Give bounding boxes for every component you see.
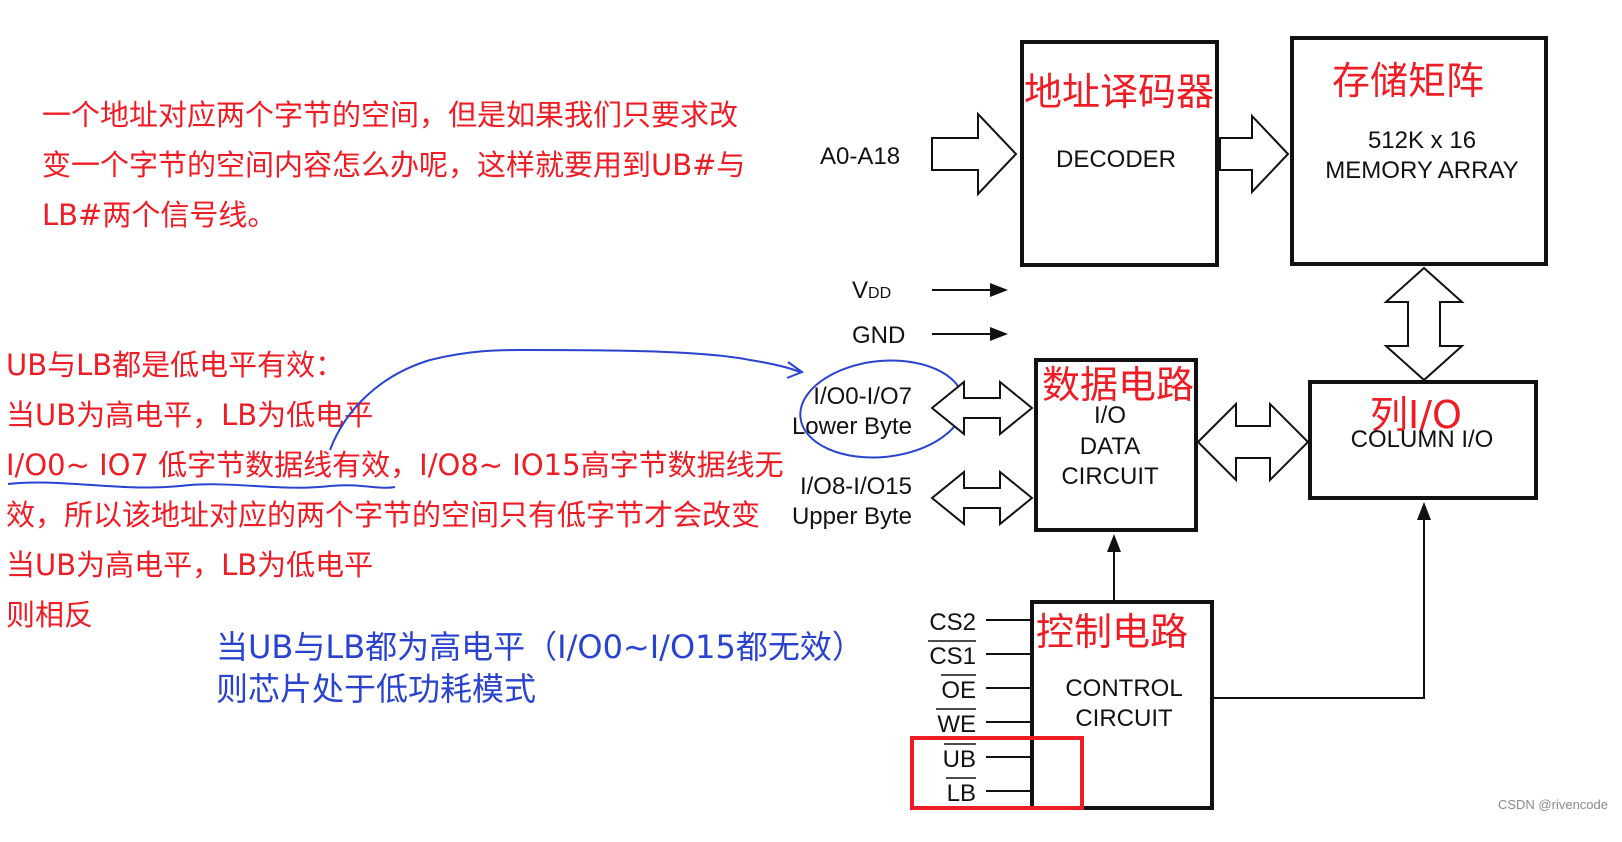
middle-note-line: 当UB为高电平，LB为低电平 bbox=[6, 548, 374, 582]
address-arrow bbox=[931, 111, 1018, 197]
control-to-column-line bbox=[1214, 518, 1425, 699]
lower-byte-label-2: Lower Byte bbox=[792, 413, 912, 440]
signal-lb: LB bbox=[947, 780, 976, 807]
gnd-label: GND bbox=[852, 322, 905, 349]
middle-note: UB与LB都是低电平有效： 当UB为高电平，LB为低电平 I/O0~ IO7 低… bbox=[6, 340, 784, 640]
middle-note-line: 则相反 bbox=[6, 598, 94, 632]
signal-cs2: CS2 bbox=[929, 609, 976, 636]
memory-array-box bbox=[1290, 36, 1548, 266]
data-circuit-data-label: DATA bbox=[1080, 433, 1140, 460]
memory-column-double-arrow bbox=[1383, 266, 1465, 382]
control-to-data-arrow-head bbox=[1107, 534, 1121, 552]
top-note-line: 变一个字节的空间内容怎么办呢，这样就要用到UB#与 bbox=[42, 148, 746, 182]
gnd-arrow-head bbox=[990, 327, 1008, 341]
vdd-arrow-head bbox=[990, 283, 1008, 297]
data-circuit-cn-label: 数据电路 bbox=[1042, 363, 1194, 407]
blue-arrow-head bbox=[786, 361, 805, 379]
signal-we: WE bbox=[937, 711, 976, 738]
blue-note: 当UB与LB都为高电平（I/O0~I/O15都无效） 则芯片处于低功耗模式 bbox=[216, 626, 864, 710]
memory-cn-label: 存储矩阵 bbox=[1332, 59, 1484, 103]
control-to-column-arrow-head bbox=[1417, 502, 1431, 520]
vdd-label: VDD bbox=[852, 277, 891, 304]
data-circuit-box bbox=[1034, 358, 1198, 532]
upper-byte-label-2: Upper Byte bbox=[792, 503, 912, 530]
vdd-main: V bbox=[852, 277, 868, 304]
decoder-to-memory-arrow bbox=[1219, 113, 1290, 195]
data-column-double-arrow bbox=[1196, 401, 1310, 483]
control-circuit-box bbox=[1030, 600, 1214, 810]
top-note-line: LB#两个信号线。 bbox=[42, 198, 277, 232]
column-io-box bbox=[1308, 380, 1538, 500]
lower-byte-label-1: I/O0-I/O7 bbox=[813, 383, 912, 410]
control-en-label-1: CONTROL bbox=[1065, 675, 1182, 702]
data-circuit-circuit-label: CIRCUIT bbox=[1061, 463, 1159, 490]
upper-byte-label-1: I/O8-I/O15 bbox=[800, 473, 912, 500]
upper-byte-double-arrow bbox=[930, 469, 1034, 527]
signal-cs1: CS1 bbox=[929, 643, 976, 670]
ub-lb-highlight-box bbox=[910, 736, 1084, 810]
decoder-en-label: DECODER bbox=[1056, 146, 1176, 173]
decoder-cn-label: 地址译码器 bbox=[1024, 70, 1214, 114]
lower-byte-double-arrow bbox=[930, 379, 1034, 437]
data-circuit-io-label: I/O bbox=[1094, 402, 1126, 429]
blue-note-line: 则芯片处于低功耗模式 bbox=[216, 670, 537, 708]
memory-size-label: 512K x 16 bbox=[1368, 127, 1476, 154]
top-note: 一个地址对应两个字节的空间，但是如果我们只要求改 变一个字节的空间内容怎么办呢，… bbox=[42, 90, 745, 240]
watermark: CSDN @rivencode bbox=[1497, 797, 1608, 812]
blue-curve-arrow bbox=[329, 349, 801, 451]
top-note-line: 一个地址对应两个字节的空间，但是如果我们只要求改 bbox=[42, 98, 739, 132]
memory-array-label: MEMORY ARRAY bbox=[1325, 157, 1518, 184]
signal-ub: UB bbox=[943, 746, 976, 773]
vdd-subscript: DD bbox=[868, 285, 891, 302]
middle-note-line: 效，所以该地址对应的两个字节的空间只有低字节才会改变 bbox=[6, 498, 761, 532]
column-io-cn-label: 列I/O bbox=[1370, 393, 1462, 437]
signal-oe: OE bbox=[941, 677, 976, 704]
control-cn-label: 控制电路 bbox=[1036, 610, 1188, 654]
blue-underline-stroke bbox=[7, 481, 396, 489]
blue-note-line: 当UB与LB都为高电平（I/O0~I/O15都无效） bbox=[216, 628, 864, 666]
middle-note-line: 当UB为高电平，LB为低电平 bbox=[6, 398, 374, 432]
column-io-en-label: COLUMN I/O bbox=[1351, 426, 1494, 453]
control-en-label-2: CIRCUIT bbox=[1075, 705, 1173, 732]
address-label: A0-A18 bbox=[820, 143, 900, 170]
decoder-box bbox=[1020, 40, 1219, 267]
middle-note-line: UB与LB都是低电平有效： bbox=[6, 348, 345, 382]
middle-note-line: I/O0~ IO7 低字节数据线有效，I/O8~ IO15高字节数据线无 bbox=[6, 448, 784, 482]
